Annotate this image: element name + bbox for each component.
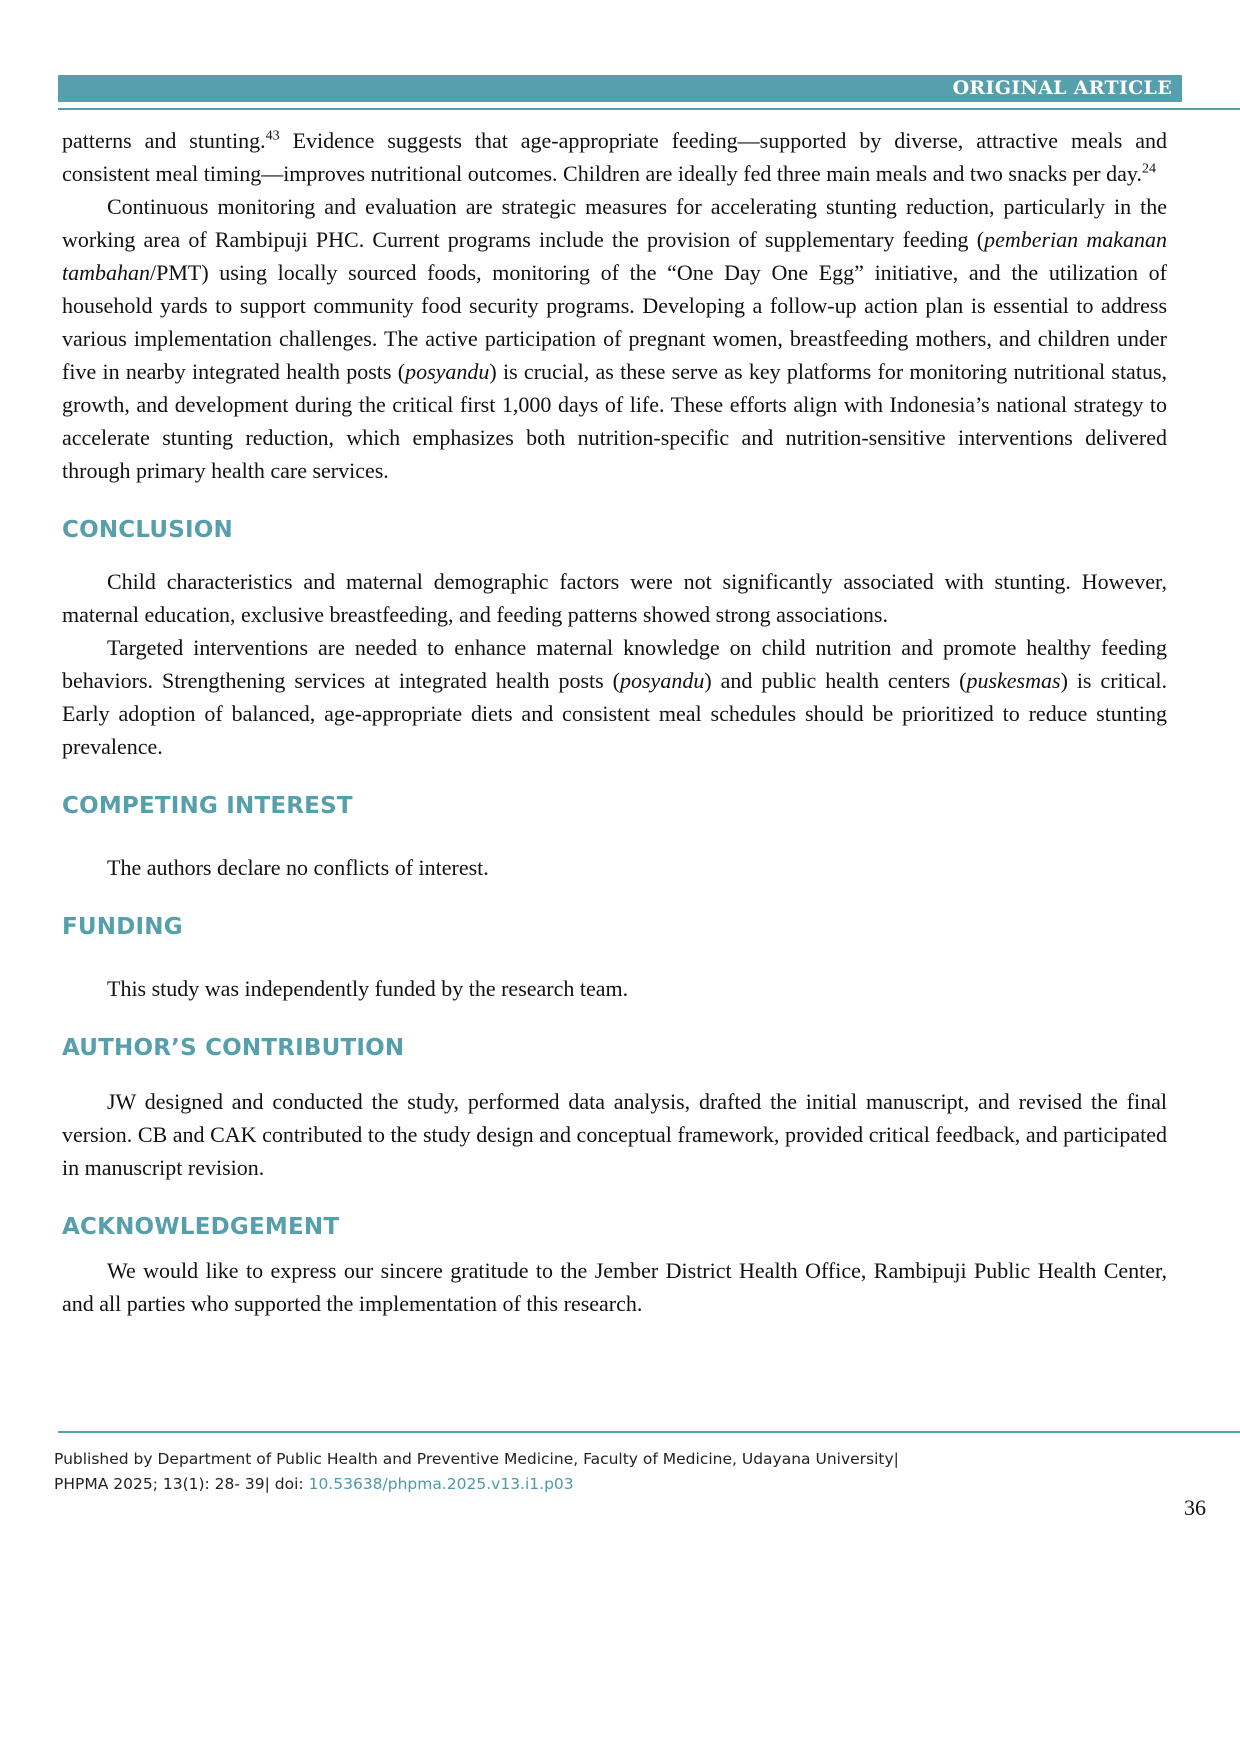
citation-line: PHPMA 2025; 13(1): 28- 39| doi: 10.53638… [54, 1472, 1154, 1497]
text-run: Continuous monitoring and evaluation are… [62, 194, 1167, 252]
competing-interest-heading: COMPETING INTEREST [62, 793, 353, 819]
italic-term: posyandu [405, 359, 490, 384]
citation-text: PHPMA 2025; 13(1): 28- 39| doi: [54, 1475, 309, 1493]
conclusion-paragraph-1: Child characteristics and maternal demog… [62, 569, 1167, 627]
funding-paragraph: This study was independently funded by t… [107, 976, 629, 1001]
header-divider [58, 108, 1240, 110]
text-run: Targeted interventions are needed to enh… [62, 635, 1167, 693]
italic-term: posyandu [620, 668, 705, 693]
text-run: patterns and stunting. [62, 128, 266, 153]
text-run: Evidence suggests that age-appropriate f… [62, 128, 1167, 186]
article-type-label: ORIGINAL ARTICLE [952, 77, 1172, 99]
text-run: ) is crucial, as these serve as key plat… [62, 359, 1167, 483]
citation-43: 43 [265, 128, 280, 144]
acknowledgement-heading: ACKNOWLEDGEMENT [62, 1214, 340, 1240]
text-run: ) and public health centers ( [704, 668, 967, 693]
text-run: /PMT) using locally sourced foods, monit… [62, 260, 1167, 384]
acknowledgement-paragraph: We would like to express our sincere gra… [62, 1258, 1167, 1316]
doi-link[interactable]: 10.53638/phpma.2025.v13.i1.p03 [308, 1475, 574, 1493]
publisher-footer: Published by Department of Public Health… [54, 1447, 1154, 1497]
citation-24: 24 [1141, 161, 1156, 177]
publisher-line: Published by Department of Public Health… [54, 1450, 899, 1468]
text-run: ) is critical. Early adoption of balance… [62, 668, 1167, 759]
conclusion-paragraph-2: Targeted interventions are needed to enh… [62, 631, 1167, 763]
header-bar: ORIGINAL ARTICLE [58, 75, 1182, 102]
article-body: patterns and stunting.43 Evidence sugges… [62, 124, 1167, 1320]
paragraph-monitoring: Continuous monitoring and evaluation are… [62, 190, 1167, 487]
authors-contribution-paragraph: JW designed and conducted the study, per… [62, 1089, 1167, 1180]
italic-term: puskesmas [966, 668, 1061, 693]
footer-divider [58, 1431, 1240, 1433]
paragraph-feeding-patterns: patterns and stunting.43 Evidence sugges… [62, 124, 1167, 190]
funding-heading: FUNDING [62, 914, 183, 940]
competing-interest-paragraph: The authors declare no conflicts of inte… [107, 855, 489, 880]
page-number: 36 [1184, 1495, 1206, 1520]
authors-contribution-heading: AUTHOR’S CONTRIBUTION [62, 1035, 405, 1061]
italic-term: pemberian makanan tambahan [62, 227, 1167, 285]
conclusion-heading: CONCLUSION [62, 517, 233, 543]
